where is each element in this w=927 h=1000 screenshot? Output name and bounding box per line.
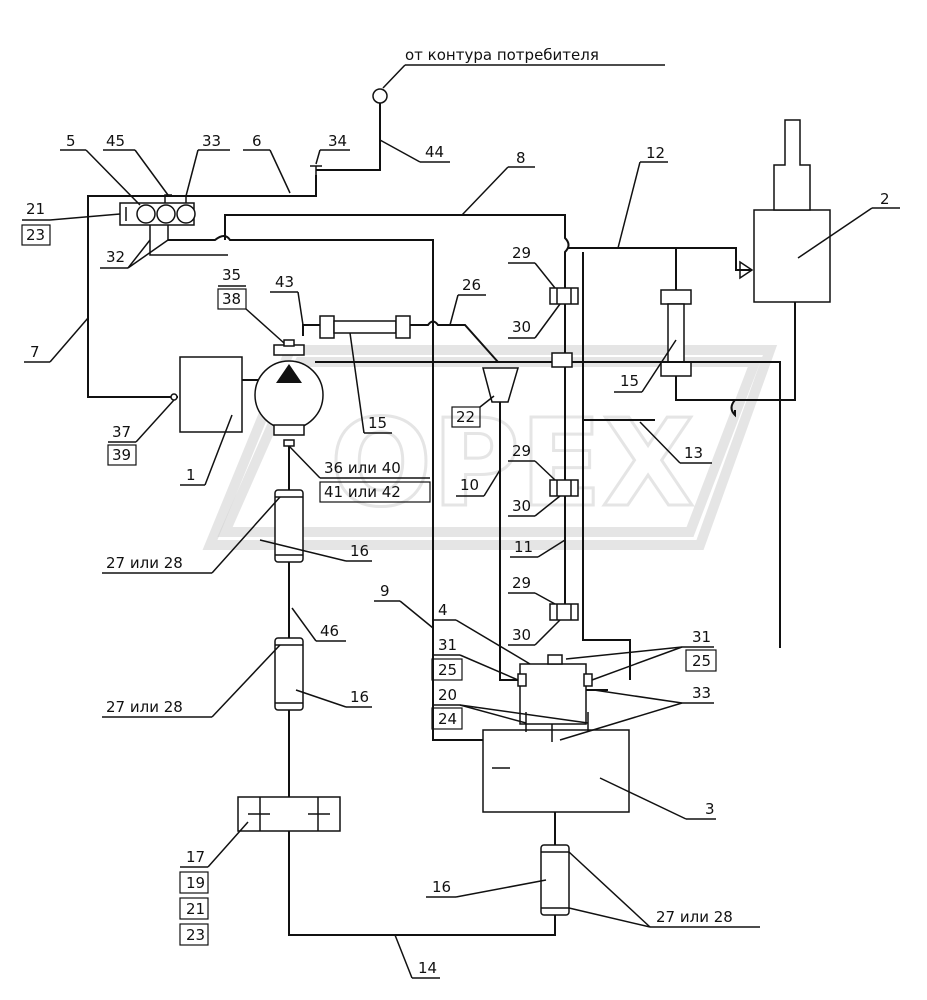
coupling-29-a [549,287,579,305]
label-2: 2 [880,190,890,208]
label-46: 46 [320,622,339,640]
label-3: 3 [705,800,715,818]
label-30-a: 30 [512,318,531,336]
coupling-29-c [549,603,579,621]
gauge-symbol [372,88,388,104]
label-6: 6 [252,132,262,150]
label-26: 26 [462,276,481,294]
label-16-c: 16 [432,878,451,896]
label-29-a: 29 [512,244,531,262]
label-39: 39 [112,446,131,464]
label-8: 8 [516,149,526,167]
motor-1 [179,356,243,433]
label-35: 35 [222,266,241,284]
label-1: 1 [186,466,196,484]
label-16-a: 16 [350,542,369,560]
label-36-or-40: 36 или 40 [324,459,401,477]
fitting-33-symbol [164,194,187,203]
label-38: 38 [222,290,241,308]
label-30-b: 30 [512,497,531,515]
label-25-right: 25 [692,652,711,670]
label-10: 10 [460,476,479,494]
label-23-bottom: 23 [186,926,205,944]
tank-3 [482,729,630,813]
label-37: 37 [112,423,131,441]
label-24: 24 [438,710,457,728]
label-16-b: 16 [350,688,369,706]
label-22: 22 [456,408,475,426]
device-2 [753,209,831,303]
label-21-bottom: 21 [186,900,205,918]
label-11: 11 [514,538,533,556]
label-45: 45 [106,132,125,150]
label-29-c: 29 [512,574,531,592]
labels: 5 45 33 6 34 44 8 12 2 21 23 32 7 35 38 … [21,132,900,979]
label-21-top: 21 [26,200,45,218]
label-27-or-28-b: 27 или 28 [106,698,183,716]
label-29-b: 29 [512,442,531,460]
label-30-c: 30 [512,626,531,644]
label-20: 20 [438,686,457,704]
label-23-top: 23 [26,226,45,244]
label-31-right: 31 [692,628,711,646]
label-9: 9 [380,582,390,600]
coupling-29-b [549,479,579,497]
filter-16-c [540,844,570,916]
label-25-left: 25 [438,661,457,679]
label-12: 12 [646,144,665,162]
header-text: от контура потребителя [405,46,599,64]
label-13: 13 [684,444,703,462]
label-15-left: 15 [368,414,387,432]
label-27-or-28-c: 27 или 28 [656,908,733,926]
label-41-or-42: 41 или 42 [324,483,401,501]
watermark-text: OPEX [330,395,694,534]
valve-34-symbol [310,165,322,175]
label-33-right: 33 [692,684,711,702]
label-15-right: 15 [620,372,639,390]
label-17: 17 [186,848,205,866]
filter-16-b [274,637,304,711]
label-33-top: 33 [202,132,221,150]
label-4: 4 [438,601,448,619]
filter-16-a [274,489,304,563]
label-32: 32 [106,248,125,266]
label-44: 44 [425,143,444,161]
label-31-left: 31 [438,636,457,654]
label-5: 5 [66,132,76,150]
label-19: 19 [186,874,205,892]
label-14: 14 [418,959,437,977]
label-27-or-28-a: 27 или 28 [106,554,183,572]
filler-22 [482,367,520,403]
label-34: 34 [328,132,347,150]
valve-block-4 [519,663,587,725]
label-43: 43 [275,273,294,291]
label-7: 7 [30,343,40,361]
